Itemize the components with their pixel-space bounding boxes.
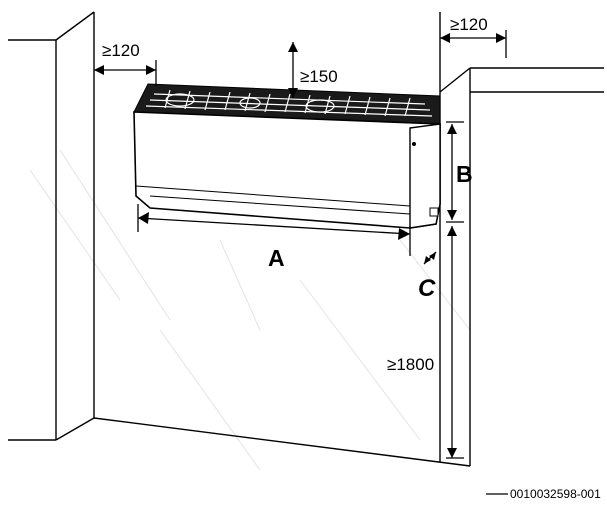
floor-clearance-label: ≥1800 (387, 355, 434, 374)
unit-front-panel (133, 111, 441, 229)
left-clearance-label: ≥120 (102, 41, 140, 60)
height-label-b: B (456, 161, 473, 187)
arrowheads (94, 33, 506, 458)
depth-label-c: C (418, 275, 436, 302)
watermark (29, 149, 471, 471)
top-clearance-label: ≥150 (300, 67, 338, 86)
grille-pattern (145, 89, 433, 117)
width-label-a: A (268, 245, 285, 271)
wall-outline (8, 11, 604, 467)
ac-indoor-unit (133, 83, 441, 229)
right-clearance-label: ≥120 (450, 15, 488, 34)
reference-code: 0010032598-001 (510, 487, 601, 501)
